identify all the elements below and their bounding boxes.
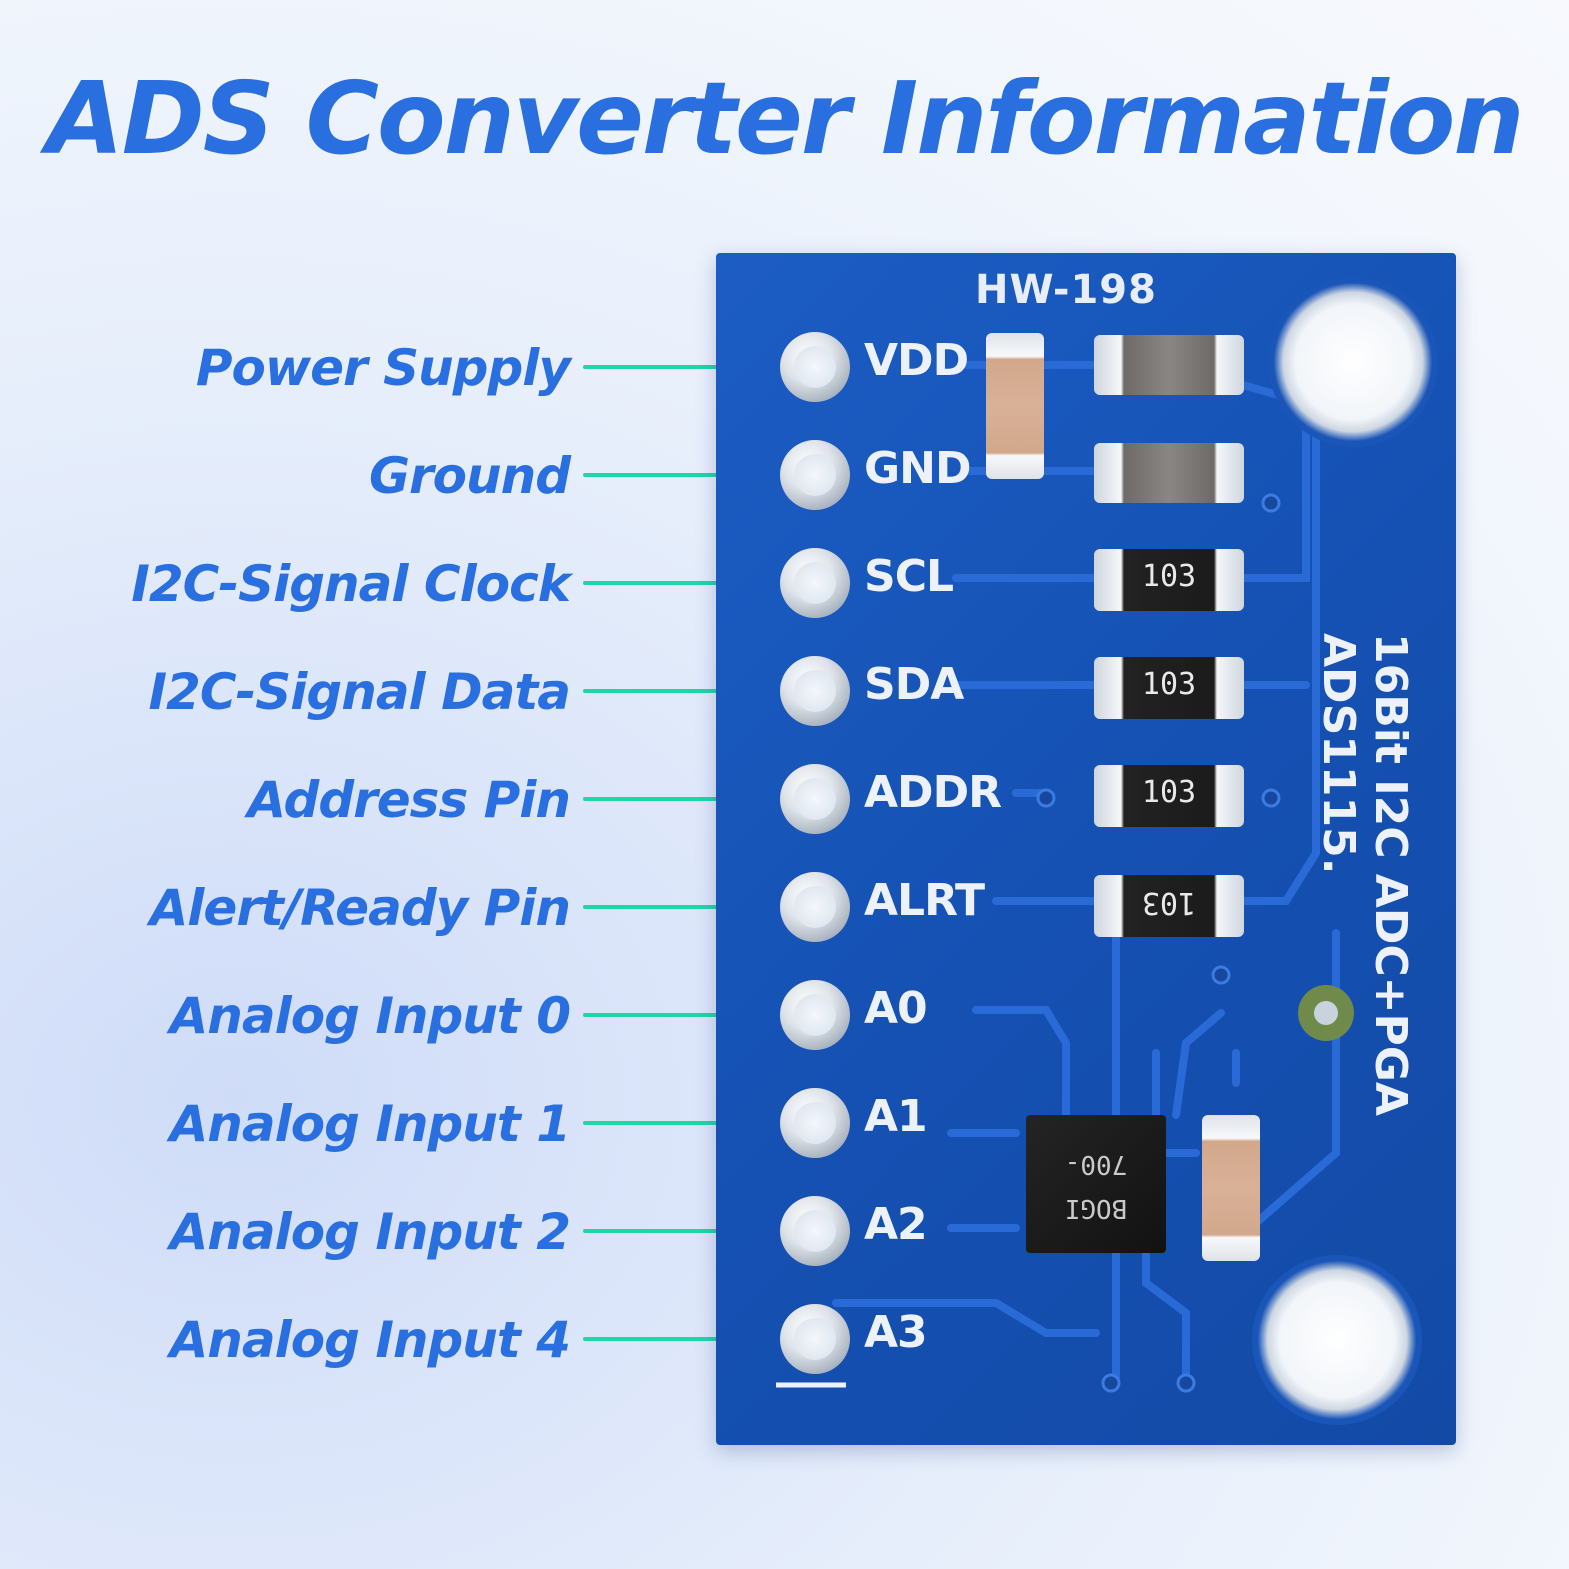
pin-label: Address Pin xyxy=(247,771,571,829)
pin-label: Analog Input 1 xyxy=(169,1095,571,1153)
board-description: 16Bit I2C ADC+PGA ADS1115. xyxy=(1312,633,1416,1193)
pin-label: Alert/Ready Pin xyxy=(149,879,571,937)
solder-pad xyxy=(780,440,850,510)
solder-pad xyxy=(780,872,850,942)
pin-label-row: Alert/Ready Pin xyxy=(0,867,780,947)
connector-line xyxy=(583,1337,755,1341)
pin-label-row: Analog Input 2 xyxy=(0,1191,780,1271)
solder-pad xyxy=(780,1088,850,1158)
circuit-board: HW-198 VDD GND SCL SDA ADDR ALRT A0 A1 A… xyxy=(716,253,1456,1445)
solder-pad xyxy=(780,1196,850,1266)
connector-line xyxy=(583,689,755,693)
resistor-code: 103 xyxy=(1141,775,1197,810)
board-model-label: HW-198 xyxy=(975,267,1157,313)
resistor-code: 103 xyxy=(1141,885,1197,920)
resistor-code: 103 xyxy=(1141,559,1197,594)
solder-pad xyxy=(780,656,850,726)
connector-line xyxy=(583,1229,755,1233)
connector-line xyxy=(583,473,755,477)
pin-silk-label: GND xyxy=(864,443,971,494)
chip-marking: BOGI xyxy=(1064,1193,1128,1223)
pin-label-row: I2C-Signal Data xyxy=(0,651,780,731)
capacitor xyxy=(986,333,1044,479)
pin-silk-label: A0 xyxy=(864,983,928,1034)
page-title: ADS Converter Information xyxy=(46,60,1524,177)
pin-label-row: Analog Input 4 xyxy=(0,1299,780,1379)
capacitor xyxy=(1094,443,1244,503)
connector-line xyxy=(583,1121,755,1125)
pin-silk-label: SDA xyxy=(864,659,964,710)
pin-label-row: Power Supply xyxy=(0,327,780,407)
connector-line xyxy=(583,905,755,909)
pin-silk-label: ALRT xyxy=(864,875,985,926)
resistor: 103 xyxy=(1094,875,1244,937)
pin-label: Power Supply xyxy=(195,339,571,397)
capacitor xyxy=(1202,1115,1260,1261)
pin-silk-label: SCL xyxy=(864,551,954,602)
pin-silk-label: A2 xyxy=(864,1199,928,1250)
connector-line xyxy=(583,581,755,585)
board-desc-line2: ADS1115. xyxy=(1313,633,1364,875)
pin-silk-label: A3 xyxy=(864,1307,928,1358)
resistor-code: 103 xyxy=(1141,667,1197,702)
connector-line xyxy=(583,797,755,801)
ads1115-chip: BOGI 700- xyxy=(1026,1115,1166,1253)
pin-label: Analog Input 0 xyxy=(169,987,571,1045)
pin-label-row: Analog Input 1 xyxy=(0,1083,780,1163)
solder-pad xyxy=(780,548,850,618)
pin-silk-label: VDD xyxy=(864,335,969,386)
solder-pad xyxy=(780,1304,850,1374)
pin-label: I2C-Signal Clock xyxy=(131,555,571,613)
connector-line xyxy=(583,1013,755,1017)
pin-label: I2C-Signal Data xyxy=(148,663,571,721)
mounting-hole xyxy=(1268,277,1438,447)
pin-label: Analog Input 2 xyxy=(169,1203,571,1261)
board-desc-line1: 16Bit I2C ADC+PGA xyxy=(1365,633,1416,1116)
mounting-hole xyxy=(1252,1255,1422,1425)
pin-silk-label: A1 xyxy=(864,1091,928,1142)
pin-silk-label: ADDR xyxy=(864,767,1002,818)
resistor: 103 xyxy=(1094,549,1244,611)
resistor: 103 xyxy=(1094,657,1244,719)
capacitor xyxy=(1094,335,1244,395)
pin-label: Analog Input 4 xyxy=(169,1311,571,1369)
solder-pad xyxy=(780,980,850,1050)
pin-label: Ground xyxy=(368,447,571,505)
board-traces xyxy=(776,361,1354,1393)
resistor: 103 xyxy=(1094,765,1244,827)
chip-marking: 700- xyxy=(1064,1149,1128,1179)
connector-line xyxy=(583,365,755,369)
solder-pad xyxy=(780,332,850,402)
pin-label-row: I2C-Signal Clock xyxy=(0,543,780,623)
pin-label-row: Ground xyxy=(0,435,780,515)
pin-label-row: Address Pin xyxy=(0,759,780,839)
pin-label-row: Analog Input 0 xyxy=(0,975,780,1055)
solder-pad xyxy=(780,764,850,834)
